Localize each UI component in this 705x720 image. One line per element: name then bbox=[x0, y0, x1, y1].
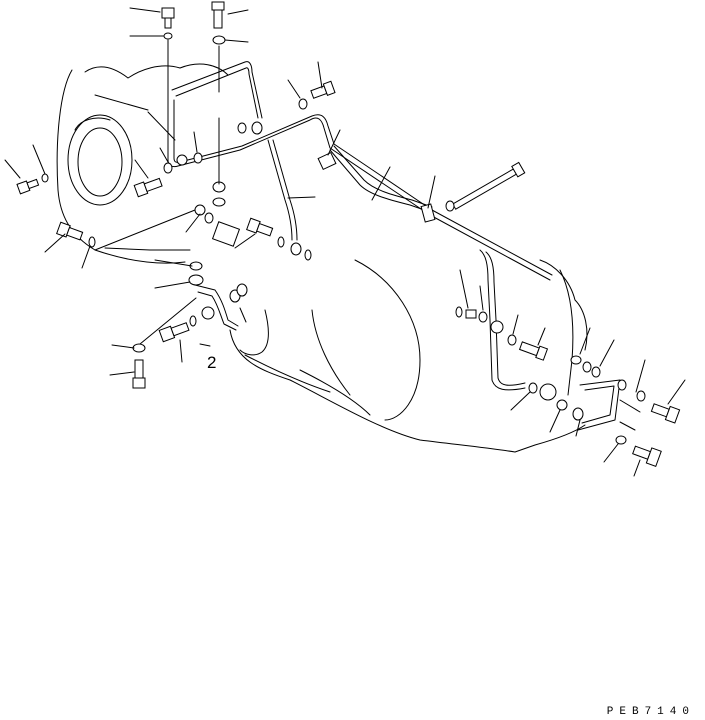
bolt-right-2 bbox=[519, 340, 548, 360]
washer-top-center bbox=[213, 36, 225, 44]
bolt-far-right bbox=[650, 401, 679, 423]
long-bolt bbox=[451, 162, 525, 211]
bolt-left-2 bbox=[57, 222, 84, 241]
bolt-mid bbox=[247, 218, 274, 237]
bolt-top-left bbox=[162, 8, 174, 28]
fasteners bbox=[17, 2, 680, 466]
bolt-bottom-right bbox=[631, 442, 661, 466]
bolt-vertical bbox=[133, 360, 145, 388]
bolt-top-center bbox=[212, 2, 224, 28]
bolt-right-1 bbox=[310, 81, 335, 100]
leader-lines bbox=[5, 8, 685, 476]
callout-2: 2 bbox=[207, 353, 217, 372]
bolt-lower-left bbox=[159, 321, 189, 342]
pipe-runs bbox=[168, 62, 620, 430]
drawing-code: PEB7140 bbox=[606, 706, 695, 718]
bolt-left-1 bbox=[17, 178, 39, 194]
bolt-mid-left bbox=[134, 177, 163, 197]
washer-top-left bbox=[164, 33, 172, 39]
